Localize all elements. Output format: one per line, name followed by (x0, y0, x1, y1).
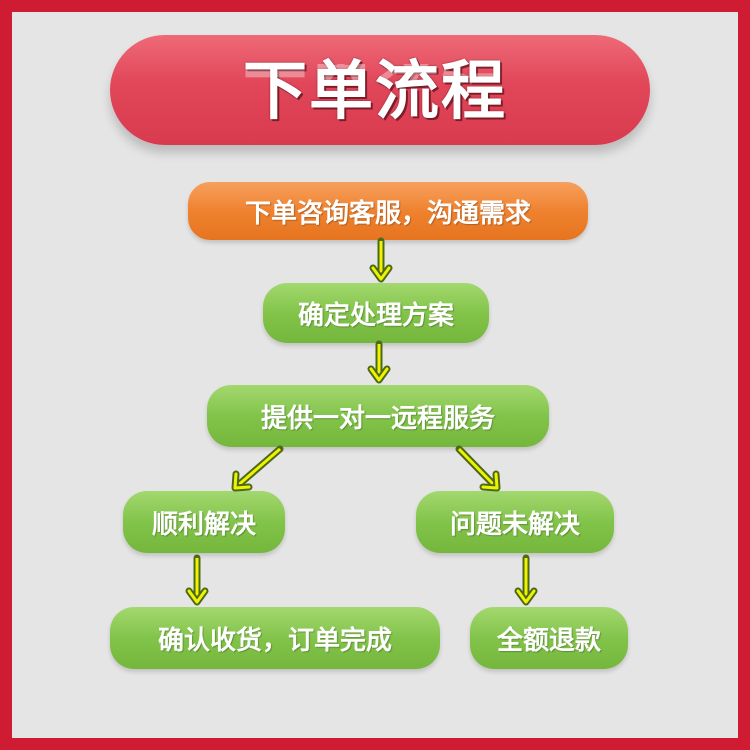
step-remote-service: 提供一对一远程服务 (207, 385, 549, 447)
step-unsolved: 问题未解决 (416, 491, 614, 553)
step-order-complete: 确认收货，订单完成 (110, 607, 440, 669)
step-plan: 确定处理方案 (263, 283, 489, 343)
page-title: 下单流程 (243, 55, 507, 129)
step-solved: 顺利解决 (123, 491, 285, 553)
title-banner (110, 35, 650, 145)
step-consult: 下单咨询客服，沟通需求 (188, 182, 588, 240)
step-refund: 全额退款 (470, 607, 628, 669)
